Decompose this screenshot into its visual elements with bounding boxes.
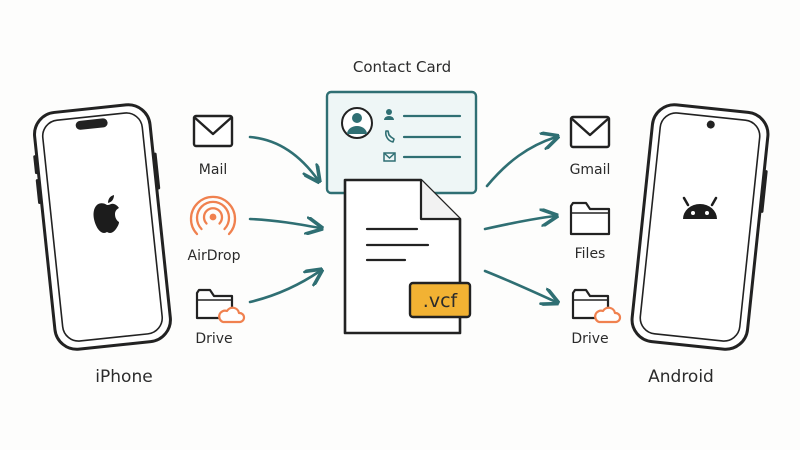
contact-card xyxy=(325,90,478,195)
vcf-badge-label: .vcf xyxy=(423,290,459,312)
destination-label-files: Files xyxy=(575,246,606,262)
arrow-vcf-to-files xyxy=(483,216,555,231)
iphone-device xyxy=(33,103,172,351)
contact-card-title: Contact Card xyxy=(353,58,451,76)
envelope-icon xyxy=(383,152,396,162)
iphone-label: iPhone xyxy=(95,367,152,387)
arrow-vcf-to-drive xyxy=(483,269,556,302)
destination-label-drive: Drive xyxy=(571,331,608,347)
gmail-icon xyxy=(569,115,611,149)
source-label-drive: Drive xyxy=(195,331,232,347)
phone-icon xyxy=(385,130,395,143)
arrow-airdrop-to-vcf xyxy=(248,219,320,228)
apple-logo-icon xyxy=(93,195,119,233)
airdrop-icon xyxy=(189,195,237,236)
folder-icon xyxy=(569,201,611,236)
arrow-vcf-to-gmail xyxy=(485,137,556,188)
destination-drive-folder-icon xyxy=(571,288,622,324)
android-device xyxy=(630,103,770,351)
arrow-drive-to-vcf xyxy=(248,271,320,304)
contact-avatar-icon xyxy=(341,107,373,139)
source-label-mail: Mail xyxy=(199,162,227,178)
android-label: Android xyxy=(648,367,714,387)
mail-icon xyxy=(192,114,234,148)
vcf-badge: .vcf xyxy=(408,281,472,319)
source-label-airdrop: AirDrop xyxy=(188,248,241,264)
destination-label-gmail: Gmail xyxy=(570,162,611,178)
drive-folder-icon xyxy=(195,288,246,324)
android-logo-icon xyxy=(682,196,718,219)
person-icon xyxy=(384,109,394,120)
arrow-mail-to-vcf xyxy=(248,135,318,180)
